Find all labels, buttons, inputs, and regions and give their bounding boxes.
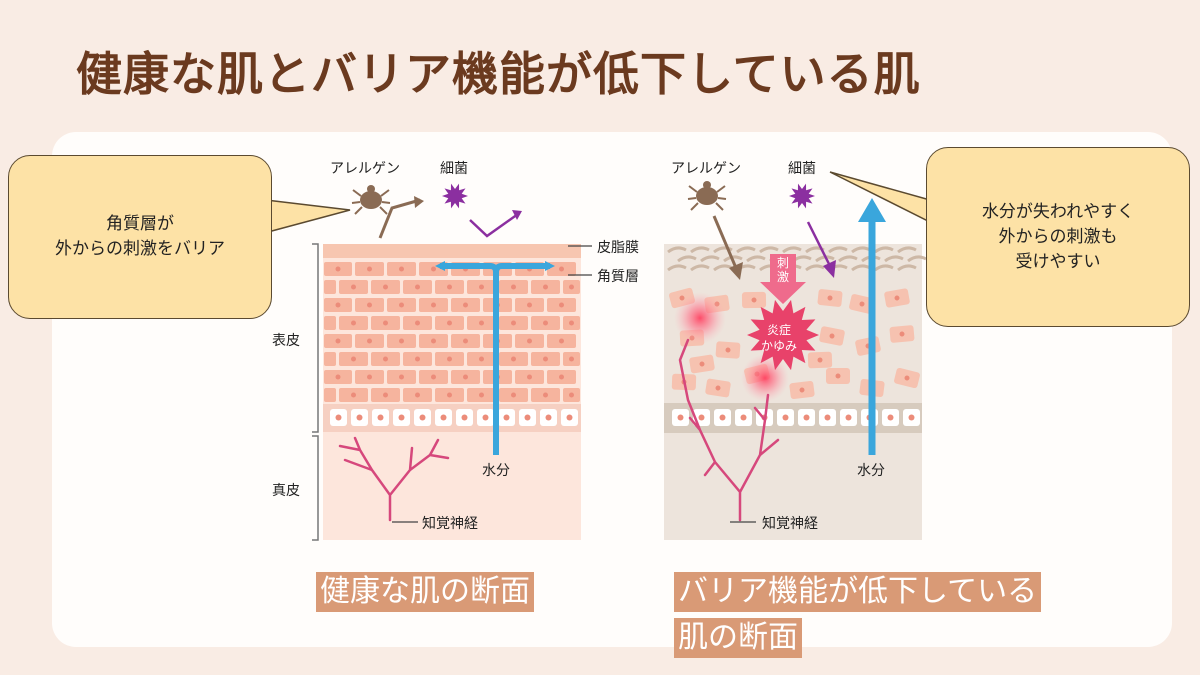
damaged-bacteria-label: 細菌 (788, 161, 816, 177)
healthy-bacteria-label: 細菌 (440, 161, 468, 177)
healthy-bacteria-bounce-arrow (469, 212, 519, 238)
layer-bracket (312, 243, 319, 541)
damaged-bacteria-icon (789, 183, 815, 209)
healthy-water-arrow-right (493, 261, 555, 273)
damaged-callout-line-1: 水分が失われやすく (981, 201, 1135, 222)
damaged-allergen-icon (687, 181, 727, 211)
damaged-caption-line-2: 肌の断面 (674, 618, 802, 658)
healthy-allergen-icon (351, 185, 391, 215)
damaged-allergen-arrow (712, 215, 738, 269)
healthy-nerve-label: 知覚神経 (422, 516, 478, 532)
healthy-skin-panel (312, 183, 592, 541)
healthy-callout-line-1: 角質層が (106, 214, 174, 234)
damaged-nerve-label: 知覚神経 (762, 516, 818, 532)
damaged-allergen-label: アレルゲン (671, 161, 741, 177)
healthy-allergen-label: アレルゲン (330, 161, 400, 177)
healthy-allergen-bounce-arrow (378, 198, 421, 239)
inflammation-label: 炎症 (767, 323, 792, 337)
damaged-bacteria-arrow (806, 221, 832, 267)
damaged-water-label: 水分 (857, 463, 885, 479)
epidermis-label: 表皮 (272, 333, 300, 349)
healthy-cell-grid (324, 262, 580, 402)
damaged-sensory-nerve (678, 338, 780, 522)
page-title: 健康な肌とバリア機能が低下している肌 (76, 47, 921, 101)
inflammation-glow-2 (741, 354, 789, 402)
left-callout-tail (265, 199, 351, 233)
healthy-callout: 角質層が 外からの刺激をバリア (8, 155, 272, 319)
healthy-bacteria-icon (442, 183, 468, 209)
inflammation-glow-1 (674, 292, 726, 344)
damaged-skin-panel (664, 181, 927, 540)
damaged-callout-line-3: 受けやすい (1015, 251, 1101, 272)
healthy-water-label: 水分 (482, 463, 510, 479)
stratum-corneum-label: 角質層 (597, 269, 639, 285)
healthy-callout-line-2: 外からの刺激をバリア (55, 239, 225, 259)
itch-label: かゆみ (761, 339, 798, 353)
stimulus-label: 刺激 (776, 256, 789, 284)
damaged-callout: 水分が失われやすく 外からの刺激も 受けやすい (926, 147, 1190, 327)
healthy-sebum-film (323, 244, 581, 258)
healthy-caption: 健康な肌の断面 (316, 572, 534, 612)
damaged-callout-line-2: 外からの刺激も (998, 226, 1118, 247)
sebum-film-label: 皮脂膜 (597, 240, 639, 256)
stimulus-arrow (760, 254, 806, 304)
inflammation-burst (747, 299, 819, 371)
healthy-sensory-nerve (338, 436, 450, 522)
dermis-label: 真皮 (272, 483, 300, 499)
damaged-caption-line-1: バリア機能が低下している (674, 572, 1042, 612)
